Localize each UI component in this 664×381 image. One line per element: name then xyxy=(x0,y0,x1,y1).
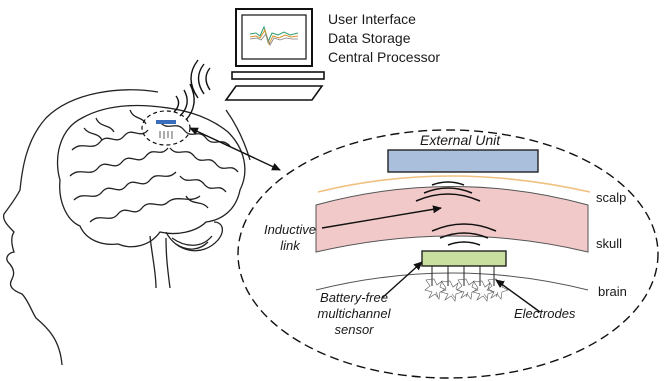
label-skull: skull xyxy=(596,236,623,251)
label-inductive-link: Inductive link xyxy=(252,222,328,254)
zoom-arrow xyxy=(189,127,281,171)
neuron-clusters xyxy=(424,278,509,302)
external-unit-box xyxy=(387,149,539,173)
head-wireless-icon xyxy=(173,83,195,121)
inset-zoom-ellipse xyxy=(237,129,659,379)
screen-waveform-2 xyxy=(249,28,299,46)
label-data-storage: Data Storage xyxy=(328,30,411,46)
head-illustration xyxy=(2,89,251,366)
label-sensor: Battery-free multichannel sensor xyxy=(304,290,404,338)
inductive-link-arrow xyxy=(321,205,442,229)
computer-wireless-icon xyxy=(190,59,211,99)
label-sensor-line1: Battery-free xyxy=(320,290,388,305)
label-inductive-link-line1: Inductive xyxy=(263,222,317,237)
brain-layer xyxy=(315,272,589,291)
sensor-box xyxy=(421,250,507,267)
label-scalp: scalp xyxy=(596,190,627,205)
label-brain: brain xyxy=(598,284,627,299)
computer-labels: User Interface Data Storage Central Proc… xyxy=(328,10,440,67)
implant-external-unit-mini xyxy=(156,120,176,124)
screen-waveform-3 xyxy=(249,33,298,46)
scalp-layer xyxy=(317,175,591,193)
screen-waveform-1 xyxy=(249,25,299,44)
upper-coil-waves xyxy=(415,181,481,202)
computer-icon xyxy=(224,8,325,101)
implant-electrodes-mini xyxy=(159,131,173,139)
label-central-processor: Central Processor xyxy=(328,49,441,65)
lower-coil-waves xyxy=(431,223,497,246)
label-inductive-link-line2: link xyxy=(280,238,300,253)
electrode-array xyxy=(431,266,495,286)
computer-base xyxy=(231,71,325,80)
sensor-arrow xyxy=(381,261,423,299)
label-electrodes: Electrodes xyxy=(514,306,576,321)
keyboard xyxy=(224,85,324,101)
electrodes-arrow xyxy=(495,279,541,313)
label-sensor-line3: sensor xyxy=(334,322,374,337)
label-sensor-line2: multichannel xyxy=(317,306,391,321)
label-user-interface: User Interface xyxy=(328,11,416,27)
label-external-unit: External Unit xyxy=(420,132,501,148)
skull-layer xyxy=(315,186,589,253)
